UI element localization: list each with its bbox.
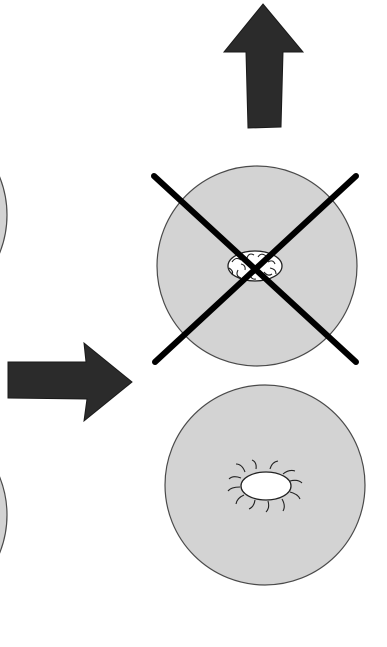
- arrow-up-icon: [224, 4, 303, 128]
- bottom-disc: [165, 385, 365, 585]
- arrow-right-icon: [8, 343, 132, 421]
- left-partial-disc-bottom: [0, 413, 7, 617]
- left-partial-disc-top: [0, 113, 7, 317]
- top-disc: [154, 166, 357, 366]
